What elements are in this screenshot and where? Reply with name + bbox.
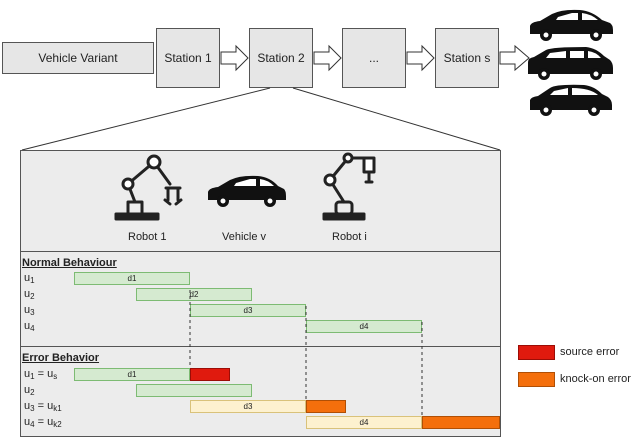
panel-divider-1 — [20, 251, 501, 252]
normal-row-label: u1 — [24, 272, 35, 285]
station-s-box: Station s — [435, 28, 499, 88]
error-row-label: u2 — [24, 384, 35, 397]
arrow-right-icon — [220, 44, 249, 72]
car-icon — [528, 47, 613, 80]
legend-knock-on-swatch — [518, 372, 555, 387]
station-2-box: Station 2 — [249, 28, 313, 88]
zoom-line-right — [292, 87, 501, 151]
actor-label-robot-1: Robot 1 — [128, 231, 167, 243]
source-error-bar — [190, 368, 230, 381]
error-row-label: u4 = uk2 — [24, 416, 62, 429]
car-icon — [530, 9, 613, 41]
normal-row-label: u3 — [24, 304, 35, 317]
normal-row-label: u4 — [24, 320, 35, 333]
station-s-label: Station s — [443, 51, 491, 65]
legend-source-swatch — [518, 345, 555, 360]
legend-knock-on-label: knock-on error — [560, 373, 631, 385]
car-icon — [208, 175, 286, 207]
legend-source-label: source error — [560, 346, 620, 358]
car-icon — [530, 84, 612, 116]
error-row-label: u1 = us — [24, 368, 58, 381]
flow-arrows — [21, 44, 530, 151]
vehicle-variant-label: Vehicle Variant — [38, 51, 118, 65]
robot-arm-icon — [322, 152, 376, 221]
actor-label-vehicle-v: Vehicle v — [222, 231, 267, 243]
knock-on-error-bar — [422, 416, 500, 429]
arrow-right-icon — [499, 44, 530, 72]
error-duration-bar — [136, 384, 252, 397]
zoom-line-left — [21, 87, 271, 151]
error-row-label: u3 = uk1 — [24, 400, 62, 413]
error-behavior-title: Error Behavior — [22, 352, 100, 364]
arrow-right-icon — [313, 44, 342, 72]
station-ellipsis-label: ... — [368, 51, 379, 65]
knock-on-error-bar — [306, 400, 346, 413]
normal-behaviour-title: Normal Behaviour — [22, 257, 117, 269]
station-1-label: Station 1 — [164, 51, 212, 65]
panel-divider-2 — [20, 346, 501, 347]
arrow-right-icon — [406, 44, 435, 72]
station-ellipsis-box: ... — [342, 28, 406, 88]
output-cars — [528, 9, 613, 116]
station-2-label: Station 2 — [257, 51, 305, 65]
vehicle-variant-box: Vehicle Variant — [2, 42, 154, 74]
robot-arm-icon — [114, 154, 183, 221]
actor-label-robot-i: Robot i — [332, 231, 367, 243]
normal-row-label: u2 — [24, 288, 35, 301]
station-1-box: Station 1 — [156, 28, 220, 88]
